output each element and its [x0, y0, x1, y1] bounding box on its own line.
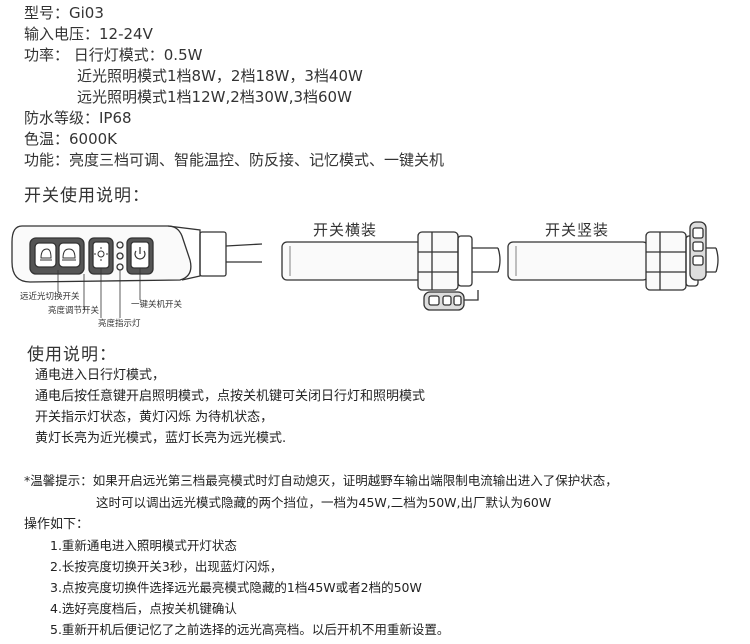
usage-line: 通电后按任意键开启照明模式，点按关机键可关闭日行灯和照明模式 — [35, 389, 426, 404]
beam-switch-callout: 远近光切换开关 — [20, 292, 80, 302]
operation-step: 3.点按亮度切换件选择远光最亮模式隐藏的1档45W或者2档的50W — [50, 580, 422, 595]
waterproof-spec: 防水等级：IP68 — [24, 109, 132, 127]
usage-line: 开关指示灯状态，黄灯闪烁 为待机状态， — [35, 410, 274, 425]
operation-step: 4.选好亮度档后，点按关机键确认 — [50, 601, 237, 616]
operation-step: 5.重新开机后便记忆了之前选择的远光高亮档。以后开机不用重新设置。 — [50, 622, 450, 637]
warm-tip-line: *温馨提示：如果开启远光第三档最亮模式时灯自动熄灭，证明越野车输出端限制电流输出… — [24, 473, 618, 488]
warm-tip-line: 这时可以调出远光模式隐藏的两个挡位，一档为45W,二档为50W,出厂默认为60W — [96, 495, 552, 510]
operation-step: 2.长按亮度切换开关3秒，出现蓝灯闪烁， — [50, 559, 283, 574]
high-beam-icon — [62, 248, 76, 261]
power-icon — [134, 247, 146, 260]
vertical-mount-label: 开关竖装 — [545, 221, 610, 239]
switch-controller — [11, 225, 263, 283]
brightness-icon — [94, 247, 108, 261]
brightness-switch-callout: 亮度调节开关 — [48, 306, 100, 316]
features-spec: 功能：亮度三档可调、智能温控、防反接、记忆模式、一键关机 — [24, 151, 445, 169]
low-beam-icon — [40, 248, 52, 261]
brightness-indicator-callout: 亮度指示灯 — [98, 319, 141, 329]
usage-heading: 使用说明： — [27, 345, 117, 365]
model-spec: 型号：Gi03 — [24, 4, 104, 22]
power-switch-callout: 一键关机开关 — [131, 300, 183, 310]
horizontal-mount-label: 开关横装 — [313, 221, 378, 239]
usage-line: 通电进入日行灯模式， — [35, 368, 166, 383]
horizontal-mount-diagram — [281, 231, 501, 311]
color-temp-spec: 色温：6000K — [24, 130, 118, 148]
vertical-mount-diagram — [507, 221, 719, 291]
voltage-spec: 输入电压：12-24V — [24, 25, 153, 43]
operation-heading: 操作如下： — [24, 517, 90, 532]
power-spec: 功率： 日行灯模式：0.5W — [24, 46, 203, 64]
switch-instructions-heading: 开关使用说明： — [24, 186, 150, 206]
power-high-beam-spec: 远光照明模式1档12W,2档30W,3档60W — [77, 88, 352, 106]
power-low-beam-spec: 近光照明模式1档8W，2档18W，3档40W — [77, 67, 363, 85]
operation-step: 1.重新通电进入照明模式开灯状态 — [50, 538, 237, 553]
usage-line: 黄灯长亮为近光模式，蓝灯长亮为远光模式. — [35, 431, 287, 446]
